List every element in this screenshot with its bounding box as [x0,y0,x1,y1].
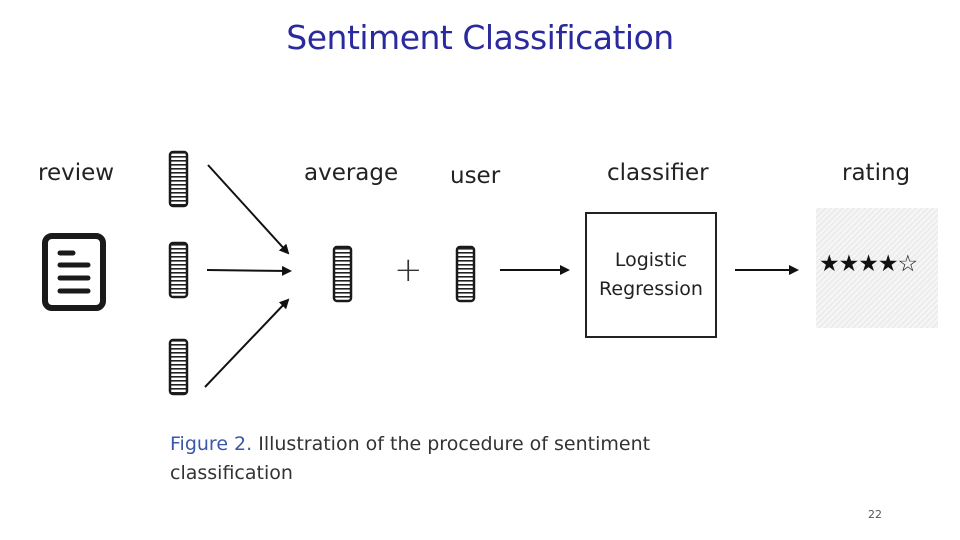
classifier-text: Logistic Regression [591,246,711,304]
caption-text: Illustration of the procedure of sentime… [170,433,651,484]
label-user: user [450,163,501,189]
rating-background [816,208,938,328]
plus-operator: + [394,250,423,290]
vector-icon [168,150,189,208]
vector-icon [332,245,353,303]
classifier-line-1: Logistic [614,249,688,271]
classifier-box: Logistic Regression [585,212,717,338]
star-icon: ★★★★☆ [819,251,918,277]
vector-icon [168,241,189,299]
arrow-icon [206,265,292,276]
label-average: average [304,160,399,186]
vector-icon [168,338,189,396]
caption-figure-label: Figure 2. [170,433,253,455]
label-classifier: classifier [607,160,709,186]
label-rating: rating [842,160,911,186]
classifier-line-2: Regression [599,278,703,300]
arrow-icon [204,298,290,388]
page-number: 22 [868,508,882,521]
arrow-icon [207,164,290,255]
label-review: review [38,160,115,186]
vector-icon [455,245,476,303]
figure-caption: Figure 2. Illustration of the procedure … [170,430,690,488]
slide-title: Sentiment Classification [286,18,674,57]
document-icon [42,233,106,311]
